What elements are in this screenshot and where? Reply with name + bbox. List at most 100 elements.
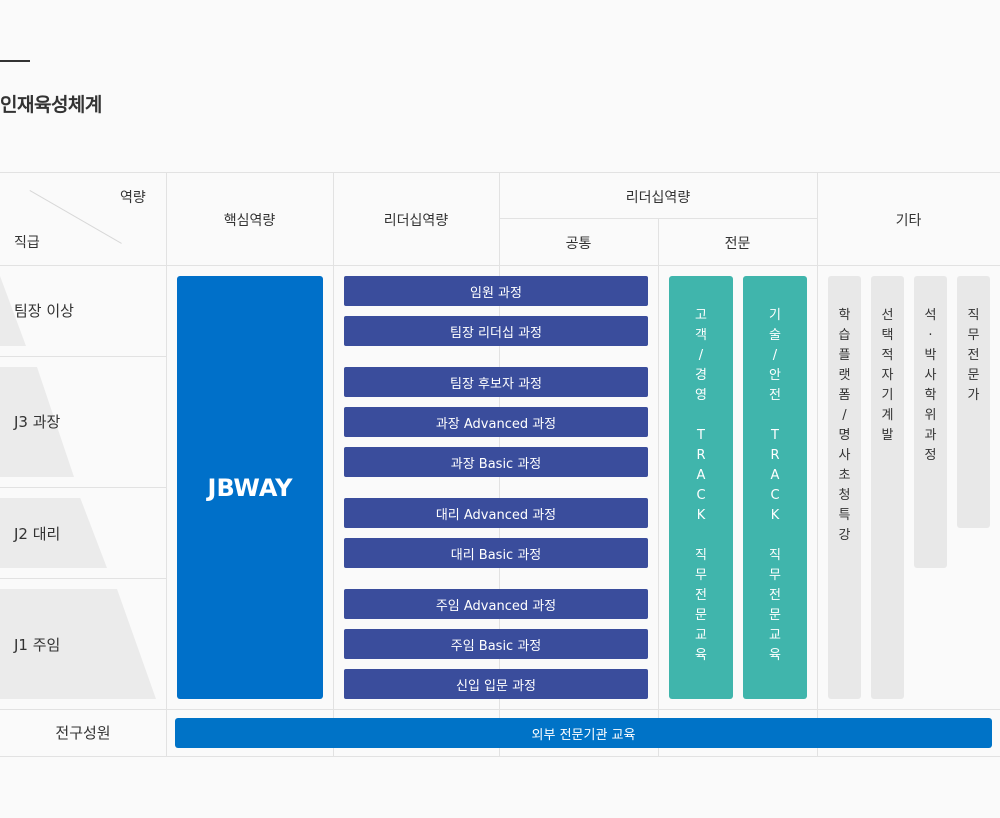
vertical-char: 박 [924,348,937,363]
header-specialty: 전문 [724,236,751,252]
vertical-char: C [696,488,706,503]
grid-line [0,709,1000,710]
grid-line [0,172,1000,173]
vertical-char: C [770,488,780,503]
vertical-char: 문 [769,608,781,623]
course-item[interactable]: 과장 Basic 과정 [344,447,648,477]
vertical-char: 전 [695,588,707,603]
header-common: 공통 [565,236,592,252]
vertical-char: 직 [967,308,980,323]
header-core: 핵심역량 [223,213,276,229]
vertical-char: A [696,468,706,483]
vertical-char: T [697,428,705,443]
header-diagonal [29,190,122,244]
vertical-char: T [771,428,779,443]
course-item[interactable]: 팀장 리더십 과정 [344,316,648,346]
grid-line [0,265,1000,266]
vertical-char: 전 [769,388,781,403]
course-item[interactable]: 주임 Advanced 과정 [344,589,648,619]
vertical-char: K [696,508,706,523]
vertical-char: 전 [769,588,781,603]
grid-line [166,172,167,756]
vertical-char: / [842,408,847,423]
grid-line [0,578,166,579]
vertical-char: 직 [769,548,781,563]
vertical-char: 술 [769,328,781,343]
rank-label: 팀장 이상 [14,302,74,320]
vertical-char: 직 [695,548,707,563]
vertical-char: R [696,448,706,463]
vertical-char: 학 [838,308,851,323]
title-underline [0,60,30,62]
vertical-char: 객 [695,328,707,343]
vertical-char: 계 [881,408,894,423]
vertical-char: 초 [838,468,851,483]
vertical-char: 경 [695,368,707,383]
vertical-char: 육 [695,648,707,663]
vertical-char: 청 [838,488,851,503]
external-education-bar[interactable]: 외부 전문기관 교육 [175,718,992,748]
vertical-char: 폼 [838,388,851,403]
vertical-char: 적 [881,348,894,363]
grid-line [0,487,166,488]
all-staff-label: 전구성원 [55,724,111,742]
header-etc: 기타 [895,213,922,229]
course-item[interactable]: 대리 Basic 과정 [344,538,648,568]
vertical-char: 특 [838,508,851,523]
vertical-char: 영 [695,388,707,403]
vertical-char: / [698,348,704,363]
vertical-char: 위 [924,408,937,423]
vertical-char: 선 [881,308,894,323]
grid-line [0,756,1000,757]
vertical-char: 전 [967,348,980,363]
vertical-char: 기 [881,388,894,403]
header-rank: 직급 [14,235,40,251]
vertical-char: 강 [838,528,851,543]
course-item[interactable]: 신입 입문 과정 [344,669,648,699]
header-leadership-group: 리더십역량 [625,190,691,206]
vertical-char: 습 [838,328,851,343]
vertical-char: 과 [924,428,937,443]
vertical-char: 학 [924,388,937,403]
vertical-char: 사 [924,368,937,383]
course-item[interactable]: 팀장 후보자 과정 [344,367,648,397]
grid-line [0,356,166,357]
vertical-char: 택 [881,328,894,343]
vertical-char: 무 [769,568,781,583]
header-competency: 역량 [120,190,146,206]
vertical-char: 무 [695,568,707,583]
vertical-char: 석 [924,308,937,323]
vertical-char: 사 [838,448,851,463]
vertical-char: 자 [881,368,894,383]
header-leadership: 리더십역량 [383,213,449,229]
course-item[interactable]: 주임 Basic 과정 [344,629,648,659]
vertical-char: / [772,348,778,363]
vertical-char: 무 [967,328,980,343]
core-program-jbway[interactable]: JBWAY [177,276,323,699]
course-item[interactable]: 대리 Advanced 과정 [344,498,648,528]
vertical-char: 안 [769,368,781,383]
rank-label: J2 대리 [14,525,61,543]
vertical-char: K [770,508,780,523]
vertical-char: 교 [769,628,781,643]
vertical-char: 문 [695,608,707,623]
vertical-char: 랫 [838,368,851,383]
vertical-char: · [928,328,933,343]
page-title: 인재육성체계 [0,94,102,116]
vertical-char: 고 [695,308,707,323]
course-item[interactable]: 과장 Advanced 과정 [344,407,648,437]
vertical-char: 가 [967,388,980,403]
vertical-char: 육 [769,648,781,663]
vertical-char: A [770,468,780,483]
rank-label: J1 주임 [14,636,61,654]
rank-label: J3 과장 [14,413,61,431]
course-item[interactable]: 임원 과정 [344,276,648,306]
vertical-char: 정 [924,448,937,463]
vertical-char: 플 [838,348,851,363]
